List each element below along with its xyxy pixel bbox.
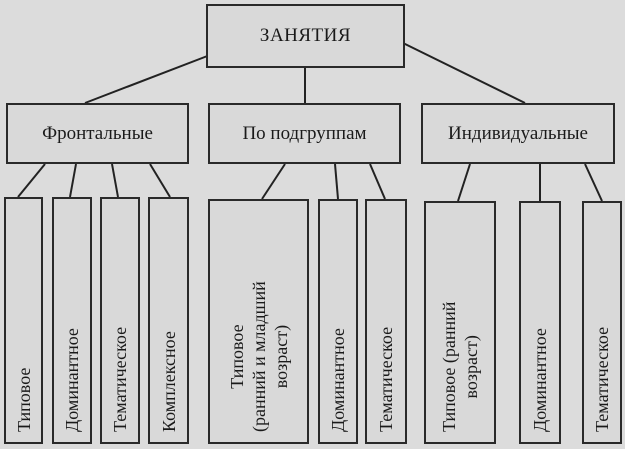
leaf-label: Типовое (ранний возраст) [439,301,481,432]
group-frontal: Фронтальные [6,103,189,164]
connector-root-individual [402,42,526,104]
connector-frontal-leaf-2 [69,163,77,198]
connector-root-frontal [84,54,211,104]
connector-frontal-leaf-4 [149,163,171,198]
leaf-label: Комплексное [159,331,179,432]
connector-subgroups-leaf-3 [369,163,386,200]
leaf-individual-dominant: Доминантное [519,201,561,444]
leaf-individual-thematic: Тематическое [582,201,622,444]
connector-frontal-leaf-3 [111,163,119,198]
leaf-frontal-complex: Комплексное [148,197,189,444]
connector-individual-leaf-3 [584,163,603,202]
connector-subgroups-leaf-2 [334,163,339,200]
connector-subgroups-leaf-1 [261,163,286,200]
leaf-label: Доминантное [328,328,348,432]
leaf-subgroups-thematic: Тематическое [365,199,407,444]
leaf-subgroups-typical: Типовое (ранний и младший возраст) [208,199,309,444]
leaf-individual-typical: Типовое (ранний возраст) [424,201,496,444]
leaf-subgroups-dominant: Доминантное [318,199,358,444]
leaf-frontal-typical: Типовое [4,197,43,444]
group-frontal-label: Фронтальные [42,122,153,144]
leaf-label: Тематическое [592,326,612,432]
leaf-label: Тематическое [110,326,130,432]
leaf-label: Типовое [14,367,34,432]
leaf-label: Доминантное [530,328,550,432]
leaf-label: Типовое (ранний и младший возраст) [227,281,291,432]
leaf-label: Тематическое [376,326,396,432]
leaf-label: Доминантное [62,328,82,432]
group-individual: Индивидуальные [421,103,615,164]
group-individual-label: Индивидуальные [448,122,588,144]
connector-individual-leaf-1 [457,163,471,202]
leaf-frontal-thematic: Тематическое [100,197,140,444]
group-subgroups-label: По подгруппам [242,122,367,144]
root-node: ЗАНЯТИЯ [206,4,405,68]
root-label: ЗАНЯТИЯ [259,25,352,46]
leaf-frontal-dominant: Доминантное [52,197,92,444]
connector-frontal-leaf-1 [17,163,46,198]
group-subgroups: По подгруппам [208,103,401,164]
